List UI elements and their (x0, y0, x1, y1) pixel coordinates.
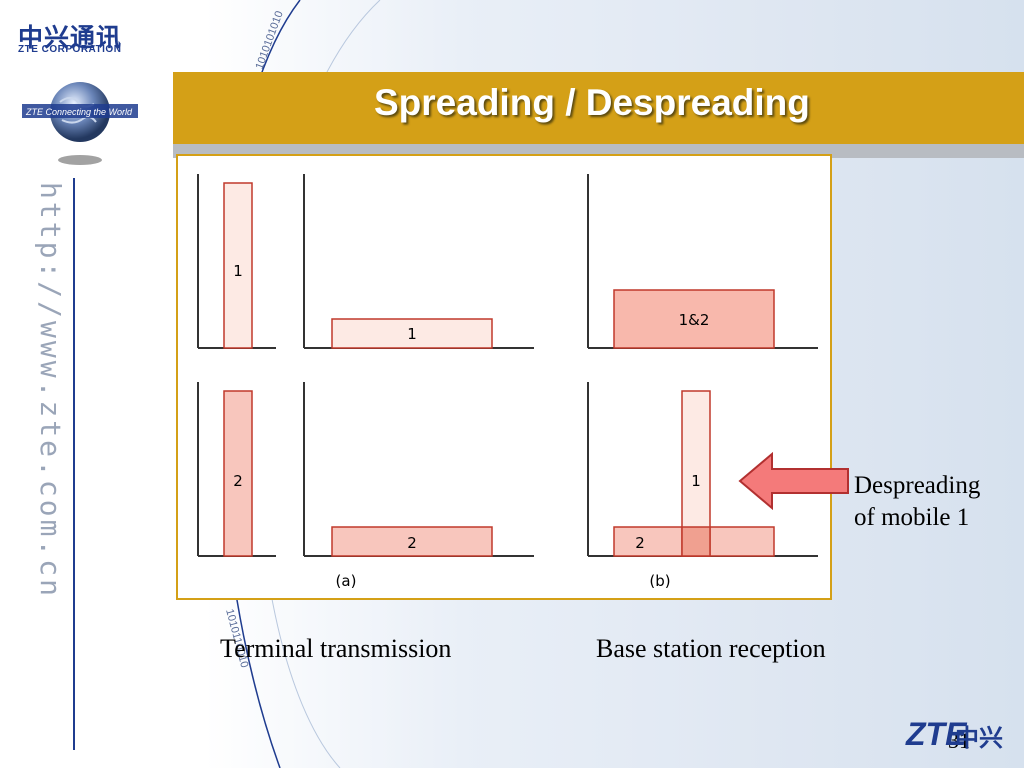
spreading-diagram: 1 1 1&2 2 2 (176, 154, 832, 600)
label-b-top-combined: 1&2 (679, 311, 710, 329)
caption-terminal-transmission: Terminal transmission (220, 634, 452, 663)
bar-b-top-combined (613, 289, 775, 349)
vertical-url: http://www.zte.com.cn (34, 182, 67, 600)
despreading-annotation: Despreading of mobile 1 (854, 470, 980, 534)
title-bar (173, 72, 1024, 158)
binary-text-top: 1010101010 (254, 9, 286, 71)
annotation-line-1: Despreading (854, 472, 981, 499)
panel-a-label: (a) (336, 572, 357, 590)
bar-a-bottom-wide (331, 526, 493, 557)
panel-b-label: (b) (649, 572, 670, 590)
bar-a-top-narrow (223, 182, 253, 349)
label-b-bottom-narrow: 1 (691, 472, 701, 490)
left-arrow-icon (738, 452, 849, 510)
bar-b-overlap (681, 526, 711, 557)
label-a-top-wide: 1 (407, 325, 417, 343)
sidebar-divider (73, 178, 75, 750)
bar-a-bottom-narrow (223, 390, 253, 557)
globe-logo-icon: ZTE Connecting the World (22, 82, 138, 165)
logo-tagline: ZTE Connecting the World (25, 107, 133, 117)
logo-chinese: 中兴通讯 (18, 23, 123, 52)
label-b-bottom-wide: 2 (635, 534, 645, 552)
footer-zte-chinese: 中兴 (955, 724, 1003, 752)
slide-title: Spreading / Despreading (374, 82, 810, 123)
label-a-bottom-narrow: 2 (233, 472, 243, 490)
page-number: 31 (948, 728, 970, 753)
footer-zte-logo: ZTE (906, 716, 967, 752)
logo-english: ZTE CORPORATION (18, 44, 122, 55)
caption-base-station-reception: Base station reception (596, 634, 826, 663)
label-a-top-narrow: 1 (233, 262, 243, 280)
bar-a-top-wide (331, 318, 493, 349)
label-a-bottom-wide: 2 (407, 534, 417, 552)
annotation-line-2: of mobile 1 (854, 504, 970, 531)
